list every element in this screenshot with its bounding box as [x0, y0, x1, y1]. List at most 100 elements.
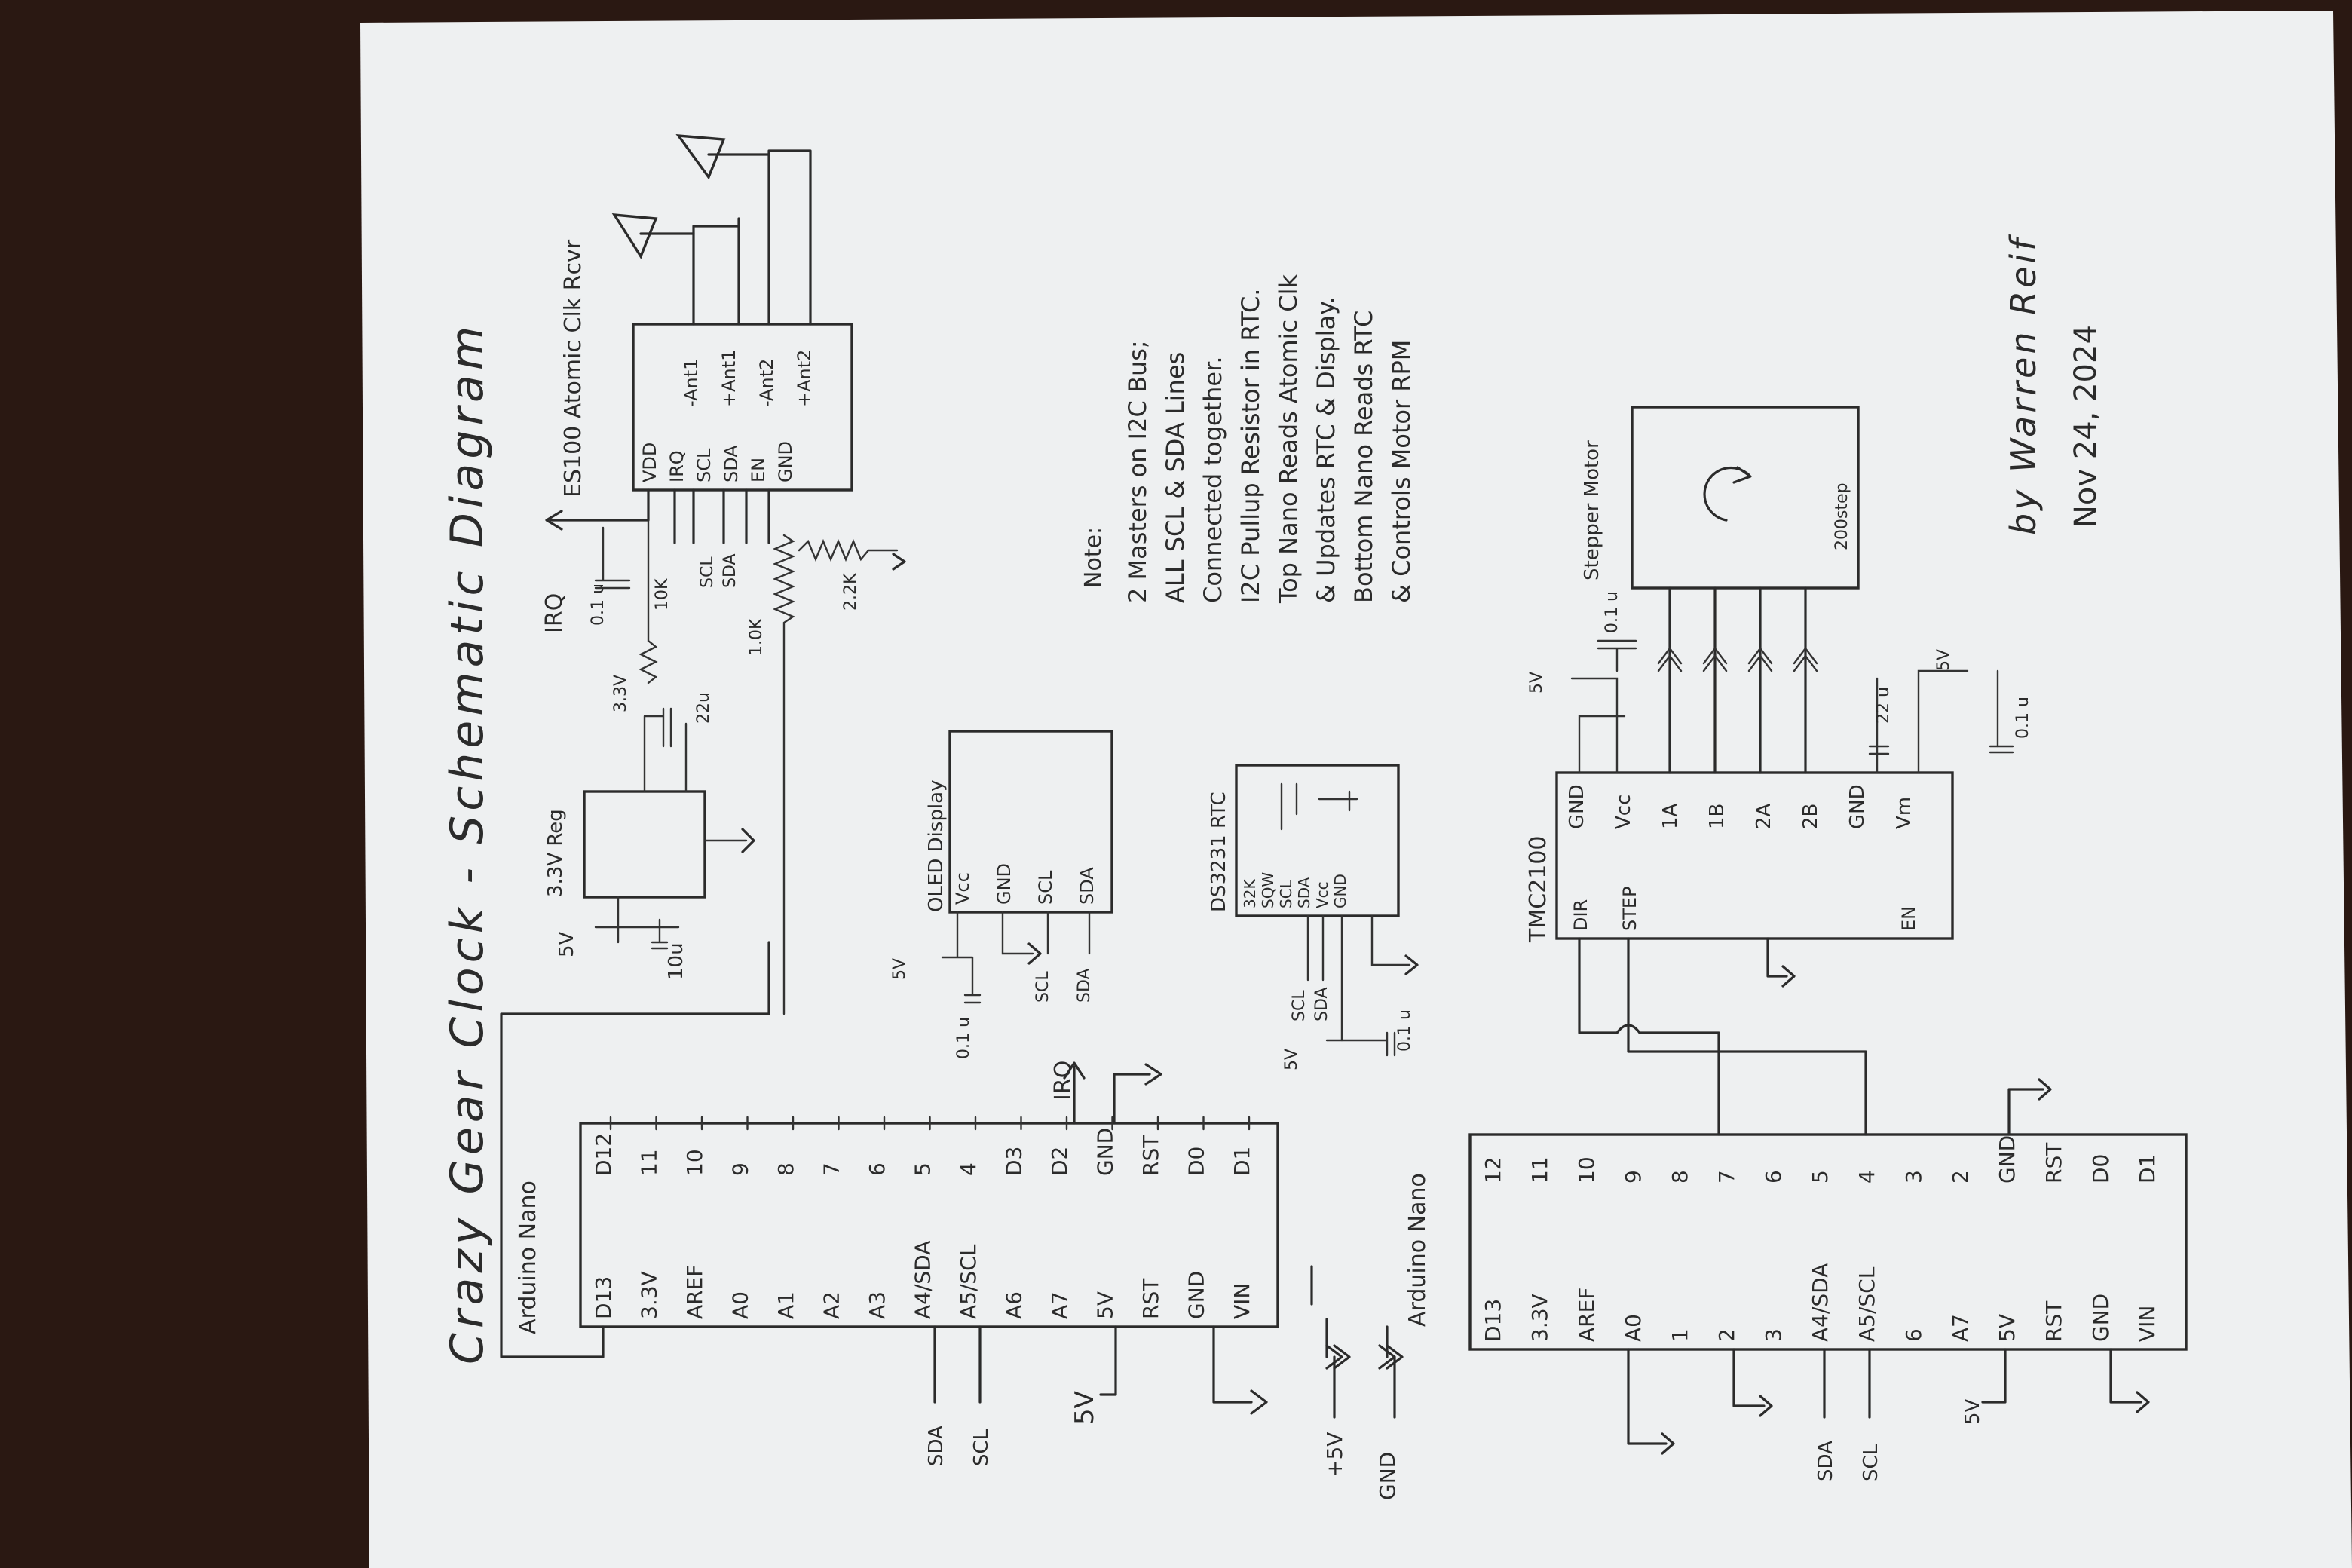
nano-top-pin-label: 11 — [637, 1149, 662, 1176]
nano-bottom-label: Arduino Nano — [1404, 1173, 1431, 1327]
oled-title: OLED Display — [925, 780, 948, 913]
nano-top-pin-label: GND — [1093, 1128, 1118, 1176]
nano-bottom-pin-label: 6 — [1761, 1170, 1786, 1184]
nano-bottom-pin-label: 10 — [1574, 1156, 1599, 1184]
nano-bottom-gnd-arrows — [1661, 1391, 2150, 1455]
nano-bottom-pin-label: 3 — [1901, 1170, 1926, 1184]
nano-bottom-pin-label: 12 — [1481, 1156, 1505, 1184]
nano-bottom-body — [1468, 1133, 2188, 1351]
nano-bottom-pin-label: A4/SDA — [1808, 1263, 1833, 1342]
wire-step — [1627, 937, 1867, 1136]
nano-bottom-pin-label: 1 — [1668, 1328, 1692, 1342]
tmc2100-pin-label: EN — [1898, 906, 1919, 931]
oled-cap: 0.1 u — [954, 1017, 973, 1059]
nano-top-pin-label: D12 — [591, 1133, 616, 1176]
nano-bottom-pin-label: 7 — [1714, 1170, 1739, 1184]
nano-bottom-pin-label: D0 — [2088, 1154, 2113, 1184]
rtc-pin-label: 32K — [1241, 879, 1259, 908]
es100-r10k — [639, 519, 658, 684]
nano-bottom-pin-label: A0 — [1621, 1314, 1646, 1342]
nano-bottom-pin-label: GND — [1995, 1135, 2020, 1184]
oled-scl: SCL — [1034, 971, 1052, 1003]
nano-top-pin-label: RST — [1138, 1135, 1163, 1176]
label-irq-es: IRQ — [541, 593, 568, 633]
oled-pin-label: GND — [994, 863, 1015, 905]
rtc-pin-label: SQW — [1259, 872, 1277, 908]
rtc-battery-icon — [1280, 782, 1358, 831]
tmc2100-pin-label: 1B — [1706, 804, 1729, 829]
nano-top-pin-label: 10 — [682, 1149, 707, 1176]
nano-bottom-pin-label: D1 — [2135, 1154, 2160, 1184]
nano-top-pin-label: A5/SCL — [956, 1244, 981, 1319]
nano-bottom-pin-label: 2 — [1714, 1328, 1739, 1342]
note-line: & Controls Motor RPM — [1387, 340, 1416, 603]
nano-top-pin-label: 8 — [773, 1162, 798, 1176]
label-gnd: GND — [1375, 1452, 1400, 1500]
label-scl-2: SCL — [1860, 1444, 1882, 1481]
tmc-supply-wires — [1570, 677, 1626, 774]
power-inputs: +5V GND — [1310, 1265, 1404, 1500]
es100-right-pins: -Ant1+Ant1-Ant2+Ant2 — [681, 350, 815, 407]
es100-irq-arrow — [545, 510, 563, 531]
tmc-5v2: 5V — [1934, 649, 1953, 671]
label-plus5v: +5V — [1322, 1432, 1347, 1478]
gnd-connector — [1378, 1325, 1404, 1419]
tmc-en-gnd — [1766, 937, 1788, 978]
note-line: ALL SCL & SDA Lines — [1161, 352, 1190, 603]
author-signature: by Warren Reif — [2003, 234, 2044, 535]
nano-bottom-pin-label: A5/SCL — [1854, 1266, 1879, 1342]
tmc-cap2-label: 22 u — [1874, 687, 1893, 724]
nano-bottom-pin-label: AREF — [1574, 1288, 1599, 1342]
nano-top-pin-label: GND — [1184, 1271, 1209, 1319]
es100-gnd-arrow — [892, 553, 906, 571]
stepper-body — [1631, 406, 1860, 590]
nano-top-pin-label: D3 — [1002, 1147, 1027, 1176]
nano-top-pin-label: D2 — [1047, 1147, 1072, 1176]
nano-top-label: Arduino Nano — [515, 1181, 541, 1334]
rtc-gnd-arrow — [1404, 954, 1419, 975]
rtc-title: DS3231 RTC — [1208, 792, 1230, 912]
label-sda-1: SDA — [925, 1426, 948, 1466]
es100-pin-label: +Ant1 — [718, 350, 740, 407]
label-sda-2: SDA — [1815, 1441, 1837, 1481]
label-5v-2: 5V — [1962, 1398, 1984, 1425]
label-cap-es: 0.1 u — [589, 583, 608, 626]
gnd-top-arrow — [1144, 1063, 1162, 1086]
stepper-steps: 200step — [1833, 482, 1851, 550]
nano-top-pin-label: RST — [1138, 1278, 1163, 1319]
stepper-title: Stepper Motor — [1581, 440, 1603, 580]
es100-pin-label: GND — [775, 441, 796, 482]
tmc-cap3 — [1989, 745, 2014, 754]
label-5v-1: 5V — [1070, 1391, 1100, 1425]
oled-pin-wires — [941, 911, 1091, 1004]
nano-top-pin-label: A3 — [865, 1291, 890, 1319]
irq-arrow — [1063, 1061, 1086, 1080]
es100-pin-label: IRQ — [666, 450, 688, 482]
rotation-arrowhead-icon — [1732, 466, 1752, 484]
nano-bottom-pin-label: GND — [2088, 1294, 2113, 1342]
nano-top-pin-label: 5V — [1093, 1291, 1118, 1319]
paper-sheet — [360, 11, 2352, 1568]
nano-top-pin-label: 4 — [956, 1162, 981, 1176]
label-scl-1: SCL — [970, 1429, 993, 1466]
es100-pin-label: SCL — [694, 448, 715, 482]
es100-r1k — [772, 534, 796, 1015]
nano-bottom-pin-label: 8 — [1668, 1170, 1692, 1184]
note-block: Note: 2 Masters on I2C Bus;ALL SCL & SDA… — [1080, 274, 1416, 604]
label-r10k: 10K — [653, 578, 672, 611]
es100-pin-label: EN — [748, 458, 769, 482]
regulator-gnd-arrow — [741, 828, 755, 853]
note-line: Connected together. — [1199, 356, 1227, 603]
nano-bottom-pin-label: 5 — [1808, 1170, 1833, 1184]
rtc-pin-wires — [1306, 914, 1411, 1042]
